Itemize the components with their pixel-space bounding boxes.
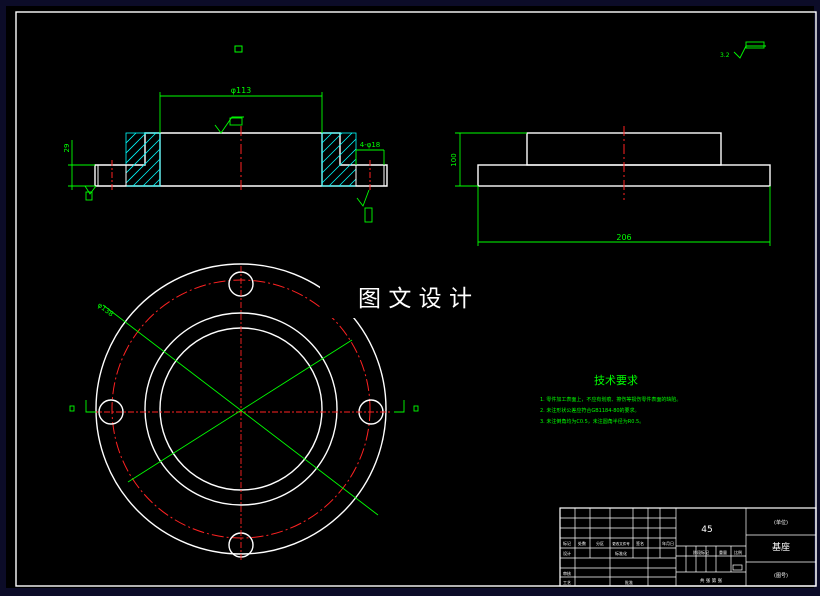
title-block: 45 基座 (单位) (图号) 共 张 第 张 标记 处数 分区 更改文件号 签… bbox=[559, 507, 817, 587]
general-roughness: 3.2 bbox=[720, 41, 766, 59]
unit-text: (单位) bbox=[774, 519, 788, 526]
tb-cell-stage: 阶段标记 bbox=[693, 549, 709, 555]
bolt-hole-left-plan bbox=[98, 399, 124, 425]
tb-cell-standard: 标准化 bbox=[615, 550, 627, 556]
technical-requirements: 技术要求 1. 零件加工表面上，不应有划痕、擦伤等损伤零件表面的缺陷。 2. 未… bbox=[540, 374, 681, 425]
hatch-left bbox=[125, 132, 161, 187]
section-markers bbox=[69, 400, 419, 413]
tb-cell-zone: 分区 bbox=[596, 540, 604, 546]
watermark-background bbox=[320, 278, 495, 318]
front-section-view: φ113 29 4-φ18 bbox=[63, 86, 388, 223]
part-name-text: 基座 bbox=[772, 541, 790, 553]
sheet-count-text: 共 张 第 张 bbox=[700, 577, 723, 584]
view-marker bbox=[234, 45, 243, 53]
tb-cell-count: 处数 bbox=[578, 540, 586, 546]
notes-line-2: 2. 未注形状公差应符合GB1184-80的要求。 bbox=[540, 407, 640, 414]
watermark: 图 文 设 计 bbox=[358, 286, 472, 312]
plan-diagonals bbox=[102, 304, 379, 516]
tb-cell-scale: 比例 bbox=[734, 549, 742, 555]
tb-cell-sign: 签名 bbox=[636, 540, 644, 546]
tb-cell-approve: 批准 bbox=[625, 579, 633, 585]
notes-title: 技术要求 bbox=[594, 374, 638, 387]
dim-flange-diameter bbox=[159, 92, 323, 133]
dim-height-right bbox=[455, 132, 527, 187]
notes-line-3: 3. 未注倒角均为C0.5，未注圆角半径为R0.5。 bbox=[540, 418, 644, 425]
dim-height-left-text: 29 bbox=[63, 144, 71, 153]
tb-cell-process: 工艺 bbox=[563, 580, 571, 585]
boss-circle bbox=[144, 312, 338, 506]
roughness-symbol-bottom bbox=[356, 189, 373, 223]
drawing-frame bbox=[15, 11, 817, 587]
dim-bolt-holes bbox=[355, 149, 385, 165]
side-view: 206 100 bbox=[450, 126, 771, 246]
dim-height-right-text: 100 bbox=[450, 153, 458, 166]
tb-cell-weight: 重量 bbox=[719, 549, 727, 555]
dim-height-left bbox=[68, 140, 95, 190]
dim-flange-diameter-text: φ113 bbox=[231, 86, 252, 95]
dim-bolt-holes-text: 4-φ18 bbox=[360, 141, 381, 149]
tb-cell-change: 更改文件号 bbox=[612, 541, 630, 546]
general-roughness-text: 3.2 bbox=[720, 52, 730, 59]
notes-line-1: 1. 零件加工表面上，不应有划痕、擦伤等损伤零件表面的缺陷。 bbox=[540, 396, 681, 403]
tb-cell-design: 设计 bbox=[563, 550, 571, 556]
dim-width-right bbox=[477, 186, 771, 246]
material-text: 45 bbox=[701, 525, 712, 535]
tb-cell-mark: 标记 bbox=[563, 540, 571, 546]
plan-view: φ138 bbox=[69, 263, 419, 562]
roughness-symbol-top bbox=[214, 116, 244, 134]
drawing-number-text: (图号) bbox=[774, 573, 788, 579]
tb-cell-review: 审核 bbox=[563, 570, 571, 576]
tb-cell-date: 年月日 bbox=[662, 540, 674, 546]
plan-centerlines bbox=[92, 266, 390, 562]
roughness-symbol-left bbox=[84, 185, 97, 201]
dim-width-right-text: 206 bbox=[616, 233, 631, 242]
